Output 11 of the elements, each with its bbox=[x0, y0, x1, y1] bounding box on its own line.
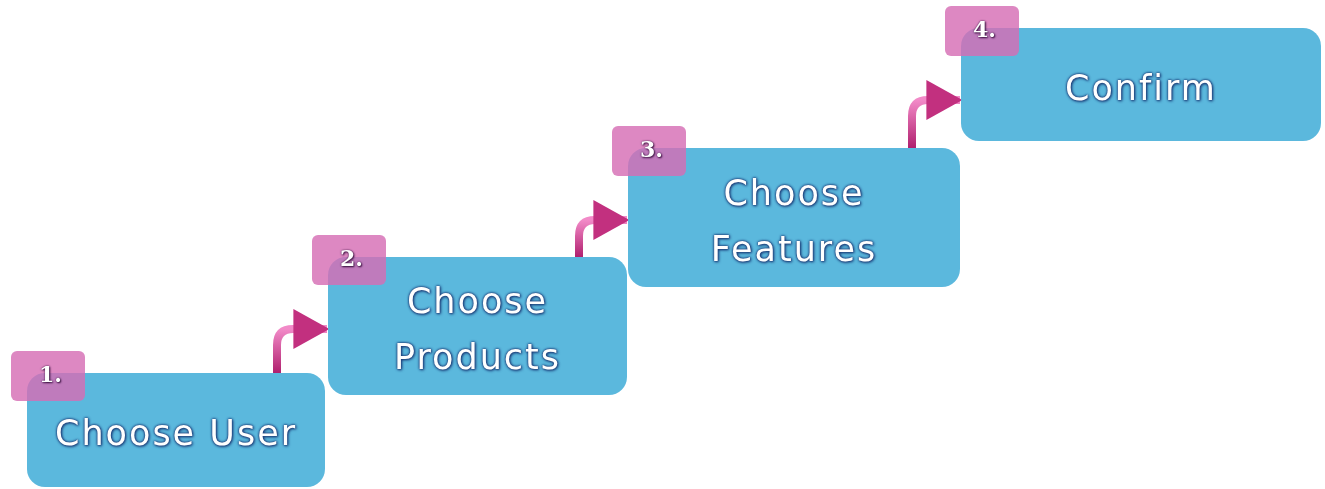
step-number-badge: 1. bbox=[11, 351, 85, 401]
curved-arrow bbox=[908, 80, 963, 148]
step-label: Choose Features bbox=[709, 171, 879, 271]
step-label: Confirm bbox=[1065, 66, 1217, 110]
curved-arrow bbox=[575, 200, 630, 257]
step-label: Choose Products bbox=[392, 280, 563, 379]
step-number-badge: 2. bbox=[312, 235, 386, 285]
step-number-badge: 4. bbox=[945, 6, 1019, 56]
curved-arrow bbox=[273, 309, 330, 373]
step-number-badge: 3. bbox=[612, 126, 686, 176]
step-label: Choose User bbox=[54, 412, 298, 455]
